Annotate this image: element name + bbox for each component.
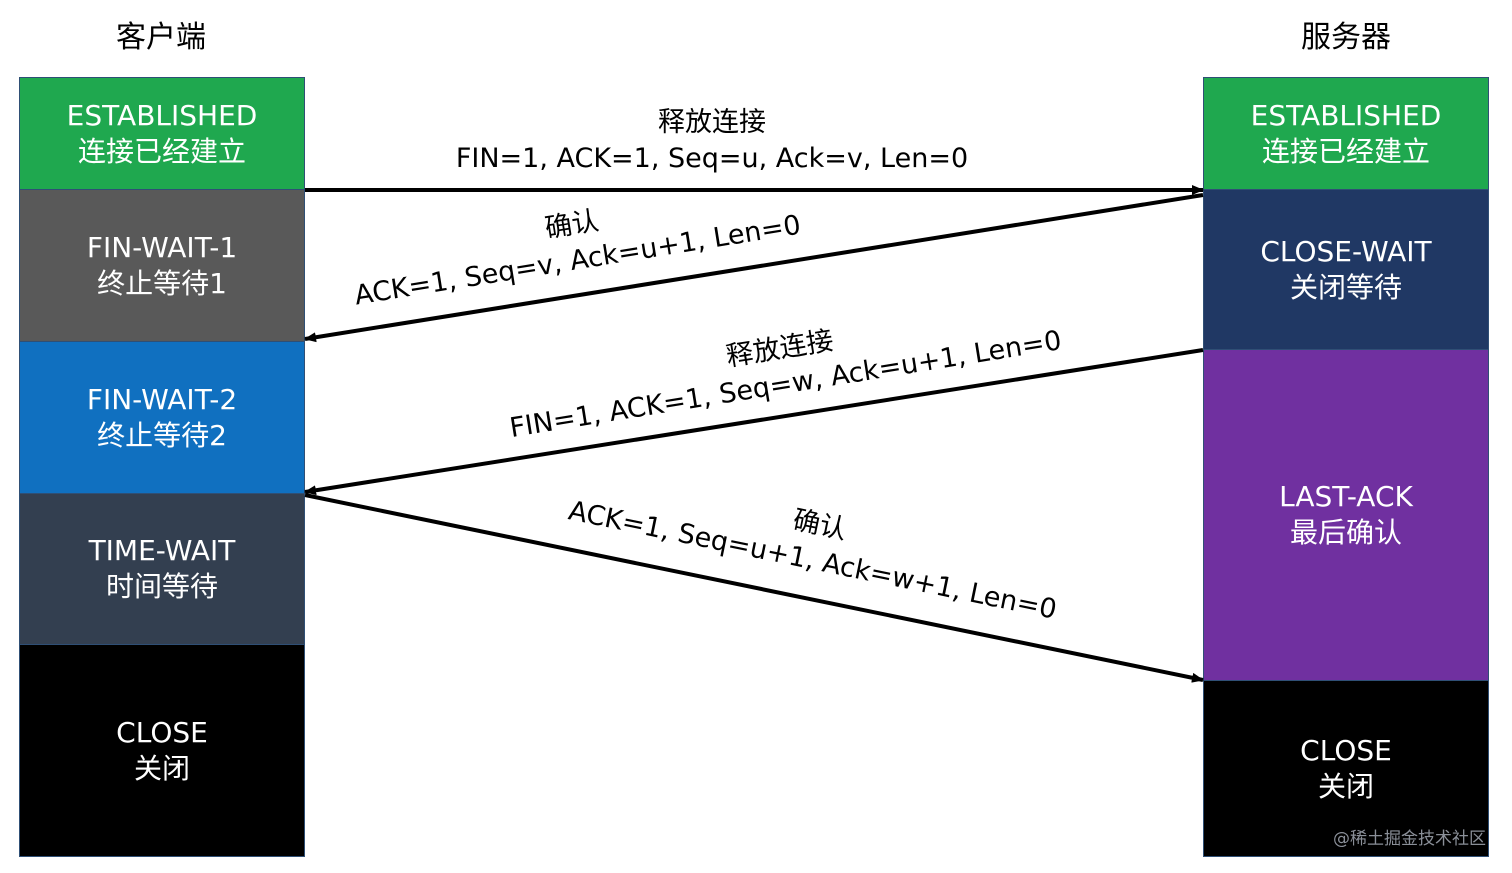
state-label-en: ESTABLISHED bbox=[1250, 98, 1442, 132]
server-state-close-wait: CLOSE-WAIT 关闭等待 bbox=[1204, 190, 1488, 350]
client-state-established: ESTABLISHED 连接已经建立 bbox=[20, 78, 304, 190]
state-label-zh: 关闭 bbox=[133, 751, 190, 785]
server-state-column: ESTABLISHED 连接已经建立 CLOSE-WAIT 关闭等待 LAST-… bbox=[1203, 77, 1489, 857]
client-state-close: CLOSE 关闭 bbox=[20, 645, 304, 856]
state-label-zh: 终止等待1 bbox=[97, 266, 227, 300]
message-arrow-4 bbox=[304, 493, 1204, 683]
state-label-en: FIN-WAIT-2 bbox=[86, 382, 238, 416]
state-label-en: ESTABLISHED bbox=[66, 98, 258, 132]
state-label-en: CLOSE bbox=[116, 715, 208, 749]
message-detail-1: FIN=1, ACK=1, Seq=u, Ack=v, Len=0 bbox=[456, 143, 968, 174]
state-label-zh: 关闭等待 bbox=[1289, 270, 1402, 304]
state-label-zh: 关闭 bbox=[1317, 769, 1374, 803]
client-state-column: ESTABLISHED 连接已经建立 FIN-WAIT-1 终止等待1 FIN-… bbox=[19, 77, 305, 857]
server-state-last-ack: LAST-ACK 最后确认 bbox=[1204, 350, 1488, 681]
client-state-time-wait: TIME-WAIT 时间等待 bbox=[20, 494, 304, 645]
state-label-en: CLOSE-WAIT bbox=[1260, 234, 1432, 268]
message-title-2: 确认 bbox=[543, 205, 601, 244]
server-header: 服务器 bbox=[1301, 20, 1391, 55]
client-state-fin-wait-1: FIN-WAIT-1 终止等待1 bbox=[20, 190, 304, 342]
server-state-established: ESTABLISHED 连接已经建立 bbox=[1204, 78, 1488, 190]
state-label-en: CLOSE bbox=[1300, 733, 1392, 767]
client-state-fin-wait-2: FIN-WAIT-2 终止等待2 bbox=[20, 342, 304, 494]
state-label-en: FIN-WAIT-1 bbox=[86, 230, 238, 264]
message-arrow-3 bbox=[304, 348, 1204, 496]
message-title-1: 释放连接 bbox=[658, 107, 766, 138]
state-label-zh: 时间等待 bbox=[105, 570, 218, 603]
state-label-zh: 最后确认 bbox=[1289, 516, 1402, 549]
state-label-zh: 终止等待2 bbox=[97, 418, 227, 452]
client-header: 客户端 bbox=[116, 20, 206, 55]
state-label-en: LAST-ACK bbox=[1279, 480, 1413, 513]
state-label-zh: 连接已经建立 bbox=[77, 134, 246, 168]
message-arrow-2 bbox=[304, 193, 1204, 343]
watermark: @稀土掘金技术社区 bbox=[1333, 829, 1486, 849]
server-state-close: CLOSE 关闭 bbox=[1204, 681, 1488, 856]
state-label-zh: 连接已经建立 bbox=[1261, 134, 1430, 168]
state-label-en: TIME-WAIT bbox=[88, 534, 236, 567]
message-title-4: 确认 bbox=[790, 505, 849, 546]
